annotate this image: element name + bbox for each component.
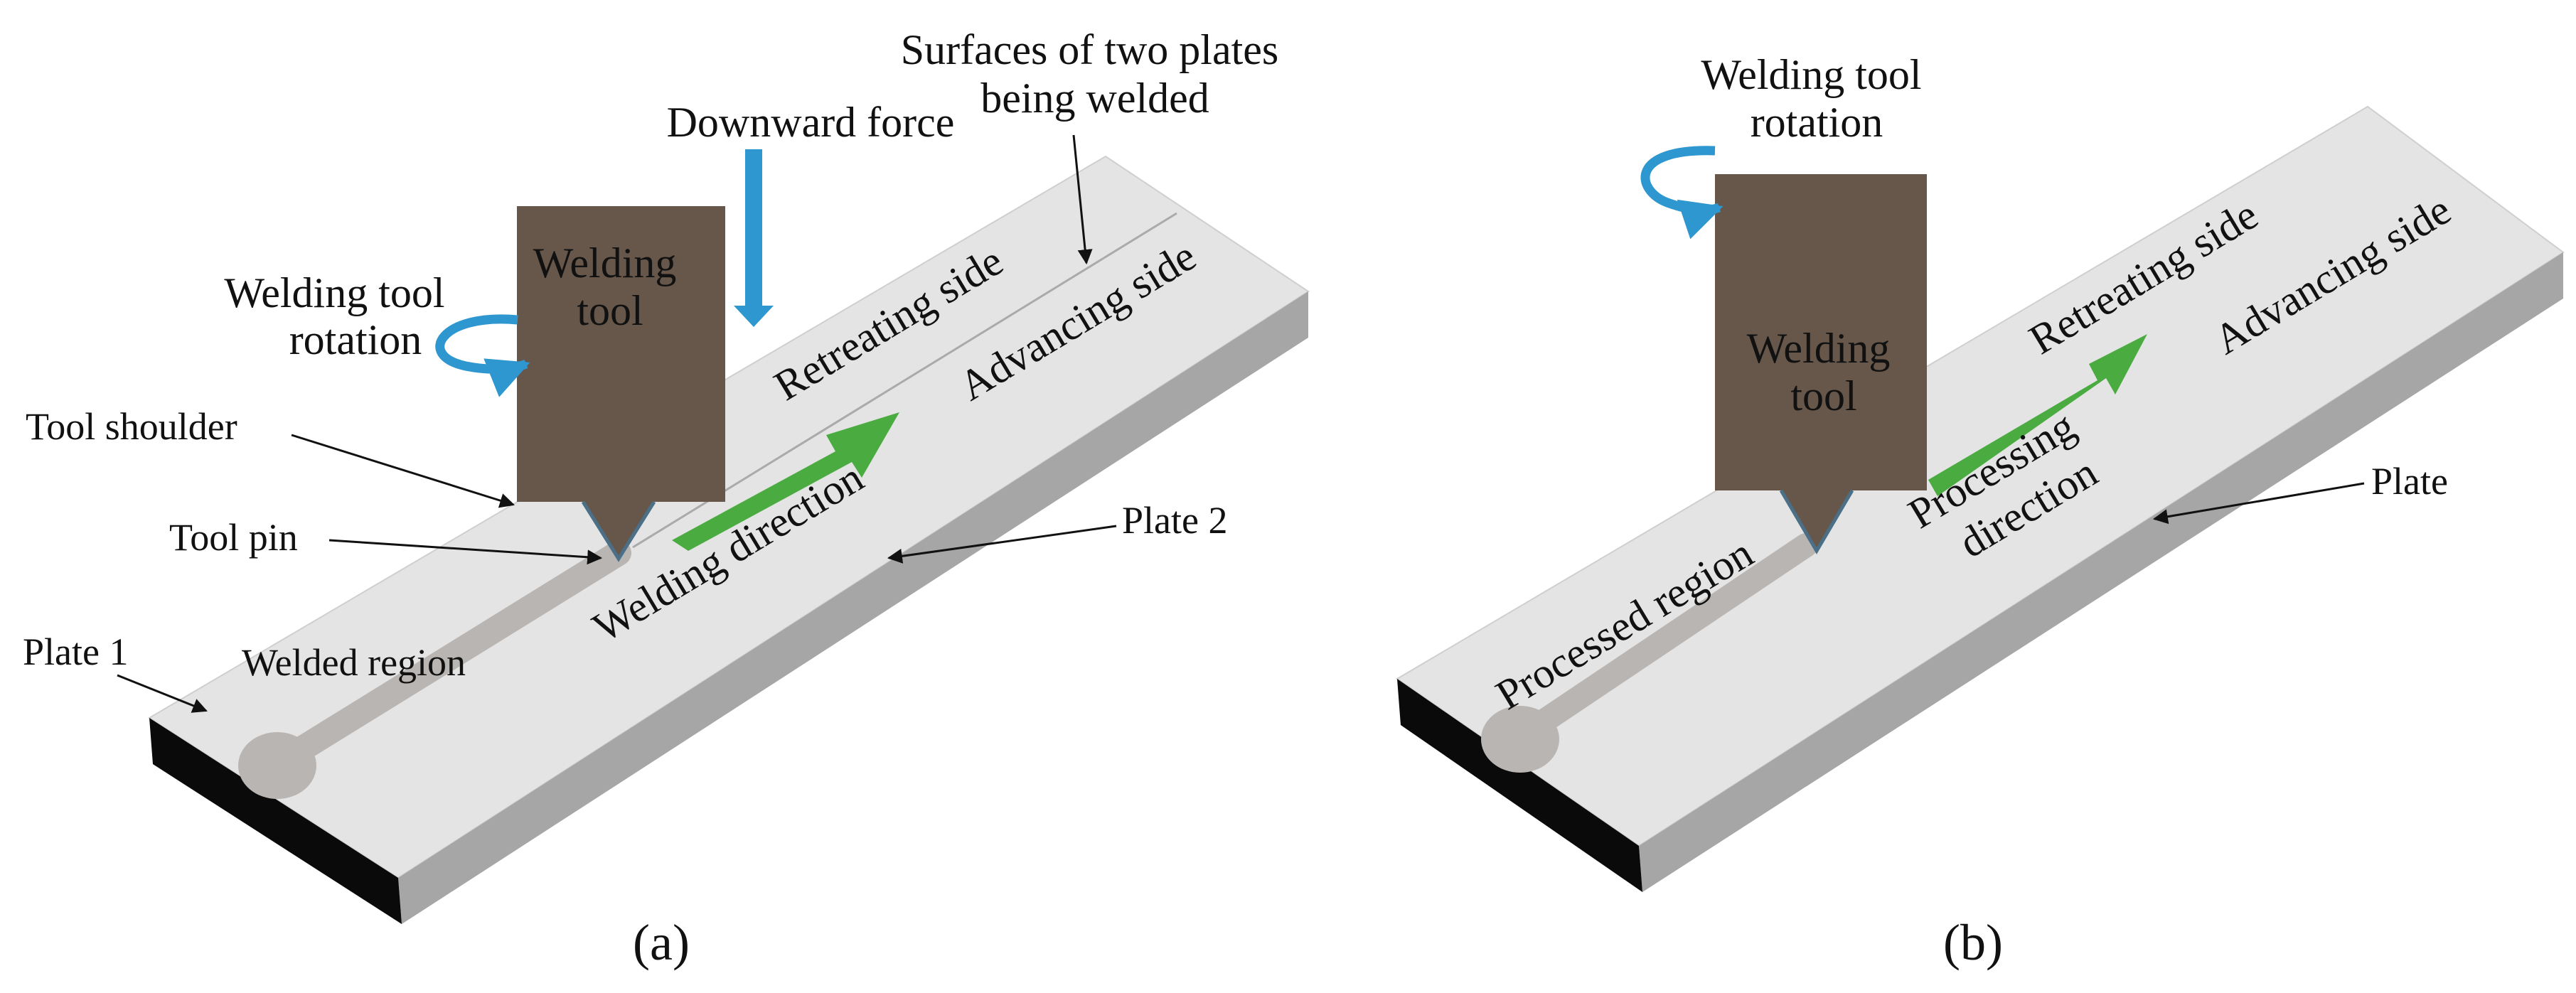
downward-force-arrow: [734, 149, 774, 327]
tool-pin: [581, 500, 656, 562]
plate-leader: [2152, 482, 2365, 525]
plate-label: Plate: [2371, 460, 2448, 503]
panel-b-caption: (b): [1943, 914, 2003, 971]
rotation-arrow-icon: [1640, 146, 1723, 240]
panel-a-caption: (a): [633, 914, 690, 971]
welding-direction-arrow: [672, 412, 899, 551]
tool-shoulder-leader: [291, 434, 515, 508]
tool-pin-label: Tool pin: [169, 516, 298, 559]
surfaces-label: Surfaces of two plates being welded: [901, 26, 1290, 122]
weld-start-circle: [238, 732, 316, 799]
welding-tool-label: Welding tool: [533, 240, 688, 334]
plate-1-leader: [117, 674, 208, 713]
plate-1-label: Plate 1: [23, 630, 128, 673]
panel-b: Welding tool rotation Welding tool Retre…: [1396, 51, 2565, 971]
plate-2-leader: [887, 525, 1117, 564]
rotation-arrow-icon: [435, 314, 530, 397]
tool-pin-leader: [328, 539, 603, 565]
plate-end-face: [149, 718, 402, 924]
plate-side-face: [398, 291, 1308, 924]
plate-2-label: Plate 2: [1122, 499, 1227, 542]
panel-a: Surfaces of two plates being welded Down…: [23, 26, 1310, 971]
rotation-label: Welding tool rotation: [224, 269, 455, 363]
welded-region-path: [264, 540, 631, 777]
welding-tool-label: Welding tool: [1747, 325, 1901, 419]
welded-region-label: Welded region: [242, 641, 466, 684]
plate-assembly-b: [1396, 105, 2565, 892]
processed-region-path: [1508, 533, 1818, 749]
welding-tool-body: [1715, 174, 1927, 551]
processing-direction-arrow: [1928, 334, 2147, 496]
rotation-label: Welding tool rotation: [1701, 51, 1932, 146]
surfaces-leader: [1072, 134, 1093, 265]
plate-side-face: [1639, 252, 2563, 892]
force-arrow-shaft: [745, 149, 762, 306]
welding-tool-b: [1715, 174, 1927, 554]
tool-pin: [1779, 489, 1854, 554]
tool-shoulder-label: Tool shoulder: [26, 405, 237, 448]
welding-tool-a: [517, 206, 725, 562]
process-start-circle: [1481, 706, 1559, 773]
force-arrow-head: [734, 306, 774, 327]
plate-end-face: [1397, 679, 1642, 892]
downward-force-label: Downward force: [667, 99, 955, 146]
welding-tool-body: [517, 206, 725, 559]
